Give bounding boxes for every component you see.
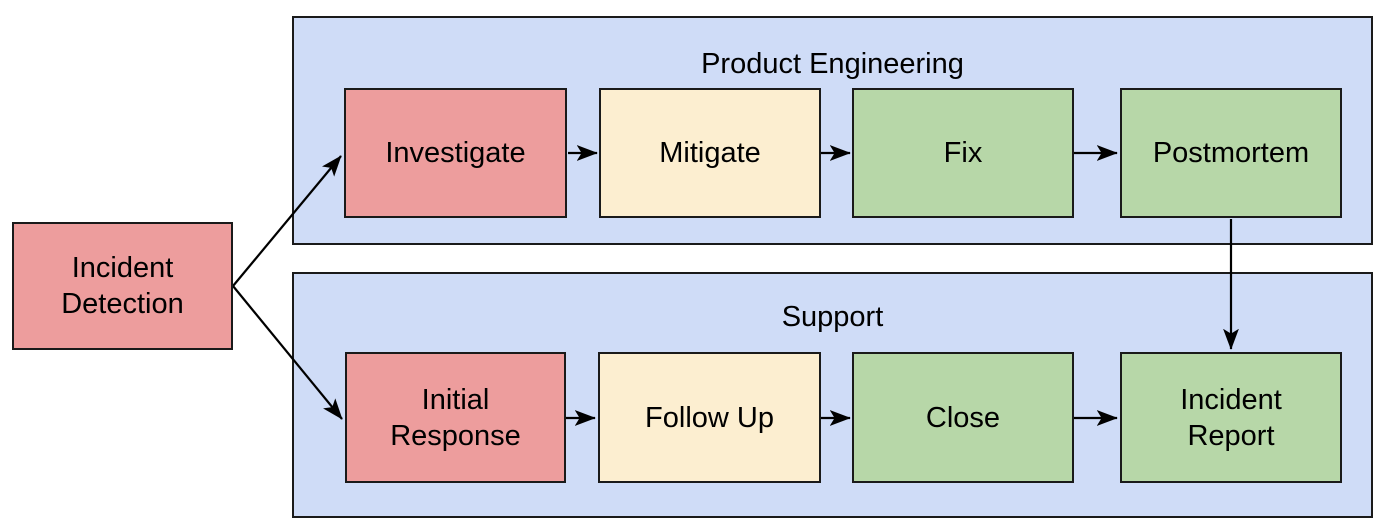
swimlane-title-product-engineering: Product Engineering	[701, 48, 964, 80]
node-fix-label: Fix	[943, 137, 983, 169]
node-initial-response-label: Initial Response	[390, 383, 521, 452]
node-fix[interactable]: Fix	[852, 88, 1074, 218]
node-mitigate-label: Mitigate	[659, 137, 761, 169]
node-follow-up-label: Follow Up	[645, 401, 774, 434]
swimlane-title-support: Support	[781, 301, 884, 333]
node-incident-detection-label: Incident Detection	[61, 252, 184, 320]
node-incident-report[interactable]: Incident Report	[1120, 352, 1342, 483]
node-initial-response[interactable]: Initial Response	[345, 352, 566, 483]
node-close-label: Close	[925, 401, 1001, 434]
node-mitigate[interactable]: Mitigate	[599, 88, 821, 218]
node-incident-report-label: Incident Report	[1180, 383, 1282, 452]
node-incident-detection[interactable]: Incident Detection	[12, 222, 233, 350]
node-follow-up[interactable]: Follow Up	[598, 352, 821, 483]
node-investigate-label: Investigate	[385, 137, 526, 169]
node-close[interactable]: Close	[852, 352, 1074, 483]
node-investigate[interactable]: Investigate	[344, 88, 567, 218]
node-postmortem[interactable]: Postmortem	[1120, 88, 1342, 218]
node-postmortem-label: Postmortem	[1152, 137, 1310, 169]
